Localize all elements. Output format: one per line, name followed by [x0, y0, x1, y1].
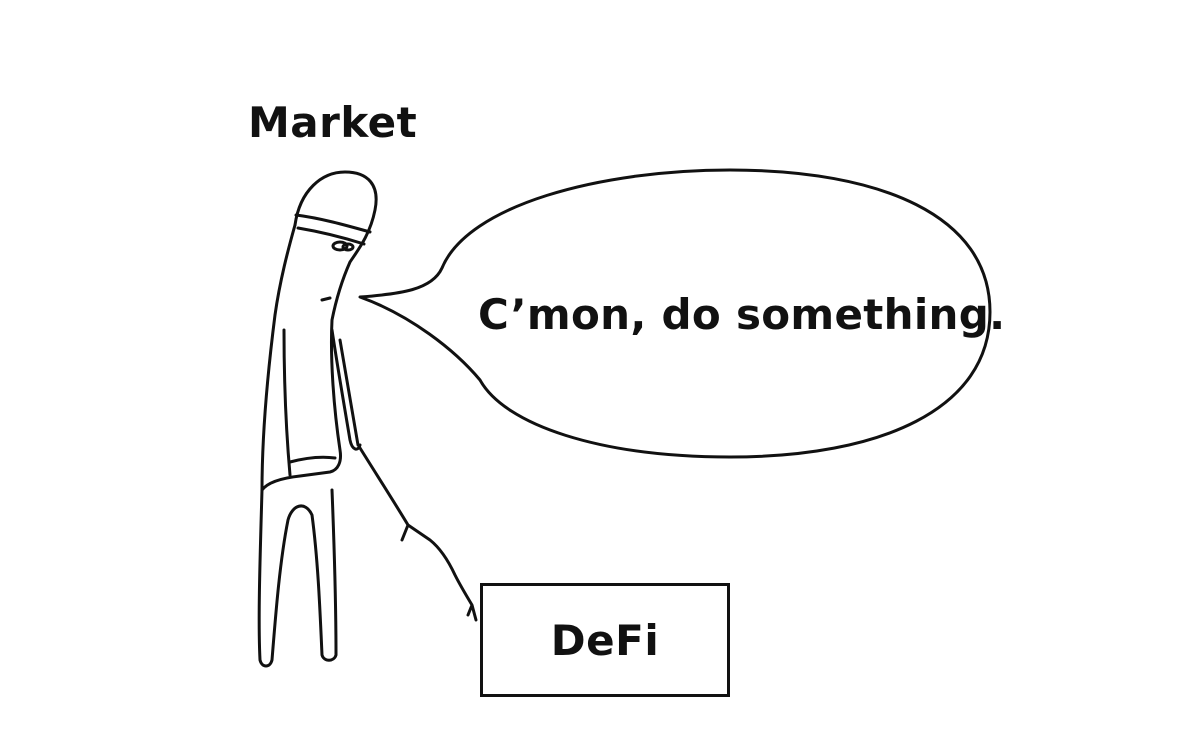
speech-bubble	[358, 168, 992, 459]
defi-box-label: DeFi	[550, 615, 660, 665]
stick-figure	[257, 170, 478, 668]
defi-box: DeFi	[480, 583, 730, 697]
speech-bubble-text: C’mon, do something.	[478, 290, 1006, 339]
figure-label: Market	[248, 98, 418, 147]
